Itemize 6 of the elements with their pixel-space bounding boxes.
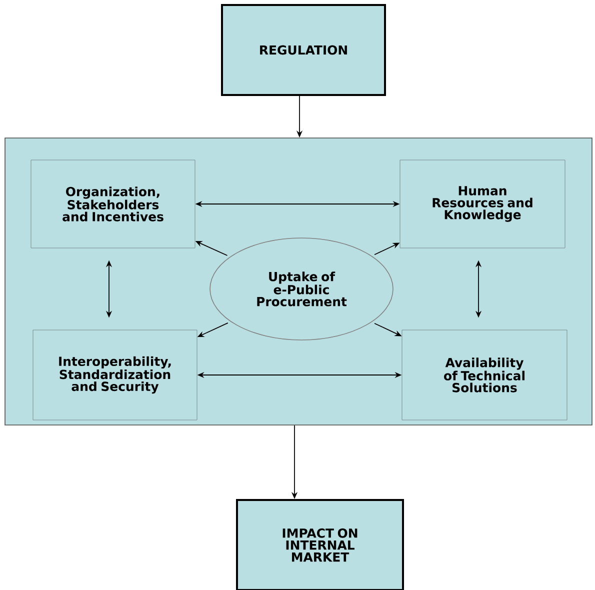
factor-box: Interoperability, Standardization and Security [32,330,198,420]
process-box: IMPACT ON INTERNAL MARKET [236,499,404,590]
factor-box: Availability of Technical Solutions [402,330,568,420]
process-box: REGULATION [221,4,386,96]
factor-box: Organization, Stakeholders and Incentives [30,160,196,248]
factor-box: Human Resources and Knowledge [400,160,566,248]
